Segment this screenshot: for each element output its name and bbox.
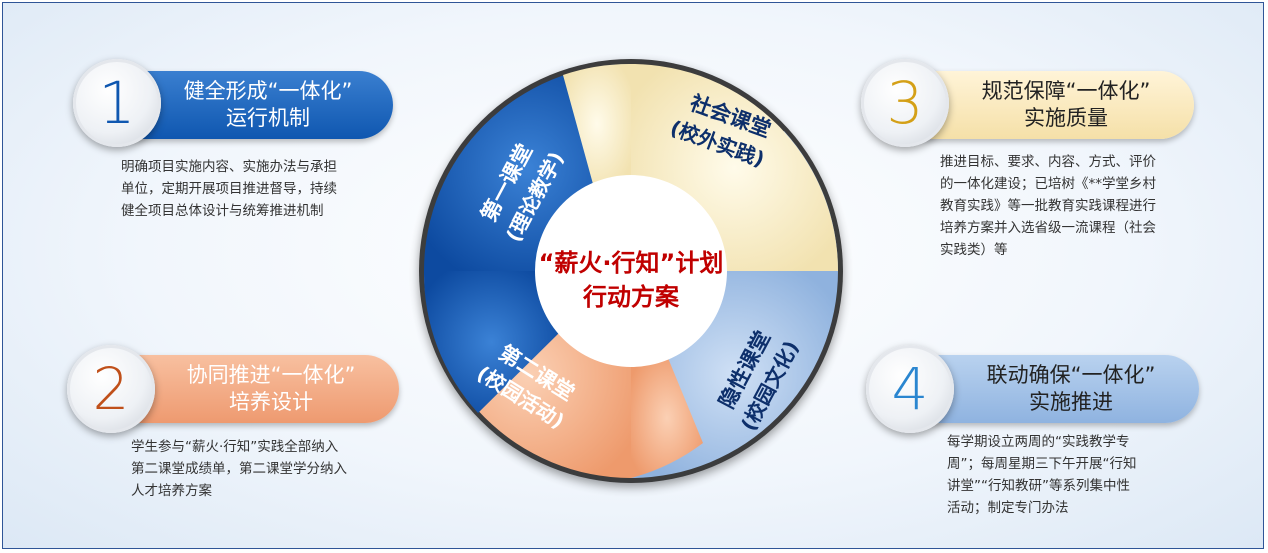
card-4-desc-line: 周”；每周星期三下午开展“行知 — [947, 456, 1137, 472]
card-3-title-line2: 实施质量 — [1023, 106, 1108, 130]
card-3-description: 推进目标、要求、内容、方式、评价 的一体化建设；已培树《**学堂乡村 教育实践》… — [940, 151, 1230, 261]
cycle-ring: 第一课堂 (理论教学) 社会课堂 (校外实践) 第二课堂 (校园活动) 隐性课堂… — [419, 59, 843, 483]
card-2-number: 2 — [92, 355, 130, 423]
segment-social-shape — [631, 64, 838, 271]
card-2-desc-line: 人才培养方案 — [131, 483, 212, 499]
card-1-number: 1 — [98, 69, 136, 137]
card-2-title-line1: 协同推进“一体化” — [186, 363, 356, 387]
card-3-desc-line: 教育实践》等一批教育实践课程进行 — [940, 198, 1156, 214]
card-1-desc-line: 单位，定期开展项目推进督导，持续 — [121, 181, 337, 197]
card-4-desc-line: 活动；制定专门办法 — [947, 500, 1069, 516]
center-title-line1: “薪火·行知”计划 — [539, 249, 724, 277]
card-1-description: 明确项目实施内容、实施办法与承担 单位，定期开展项目推进督导，持续 健全项目总体… — [121, 156, 421, 222]
center-title-line2: 行动方案 — [582, 283, 680, 311]
card-2-description: 学生参与“薪火·行知”实践全部纳入 第二课堂成绩单，第二课堂学分纳入 人才培养方… — [131, 436, 431, 502]
card-4-number-badge: 4 — [866, 345, 954, 433]
segment-social-shape-ext — [563, 63, 631, 185]
card-3-desc-line: 推进目标、要求、内容、方式、评价 — [940, 154, 1156, 170]
card-2-number-badge: 2 — [67, 345, 155, 433]
card-1-number-badge: 1 — [73, 59, 161, 147]
card-4-desc-line: 每学期设立两周的“实践教学专 — [947, 434, 1130, 450]
card-2-desc-line: 第二课堂成绩单，第二课堂学分纳入 — [131, 461, 347, 477]
card-1-title-line2: 运行机制 — [225, 106, 310, 130]
card-1-desc-line: 健全项目总体设计与统筹推进机制 — [121, 203, 324, 219]
card-4-title-line2: 实施推进 — [1028, 390, 1113, 414]
segment-first-shape-ext — [423, 271, 559, 413]
card-4-title-line1: 联动确保“一体化” — [986, 363, 1156, 387]
card-3-desc-line: 培养方案并入选省级一流课程（社会 — [940, 220, 1156, 236]
card-1-desc-line: 明确项目实施内容、实施办法与承担 — [121, 159, 337, 175]
card-4-number: 4 — [891, 355, 929, 423]
card-2-title-line2: 培养设计 — [228, 390, 313, 414]
card-3-title-line1: 规范保障“一体化” — [981, 79, 1151, 103]
card-2-desc-line: 学生参与“薪火·行知”实践全部纳入 — [131, 439, 339, 455]
card-3-desc-line: 的一体化建设；已培树《**学堂乡村 — [940, 176, 1156, 192]
card-4-desc-line: 讲堂”“行知教研”等系列集中性 — [947, 478, 1130, 494]
segment-second-shape-ext — [631, 358, 703, 478]
card-3-number-badge: 3 — [861, 59, 949, 147]
center-disc — [535, 175, 727, 367]
card-4-description: 每学期设立两周的“实践教学专 周”；每周星期三下午开展“行知 讲堂”“行知教研”… — [947, 431, 1237, 519]
card-3-number: 3 — [886, 69, 924, 137]
card-1-title-line1: 健全形成“一体化” — [183, 79, 353, 103]
card-3-desc-line: 实践类）等 — [940, 242, 1008, 258]
